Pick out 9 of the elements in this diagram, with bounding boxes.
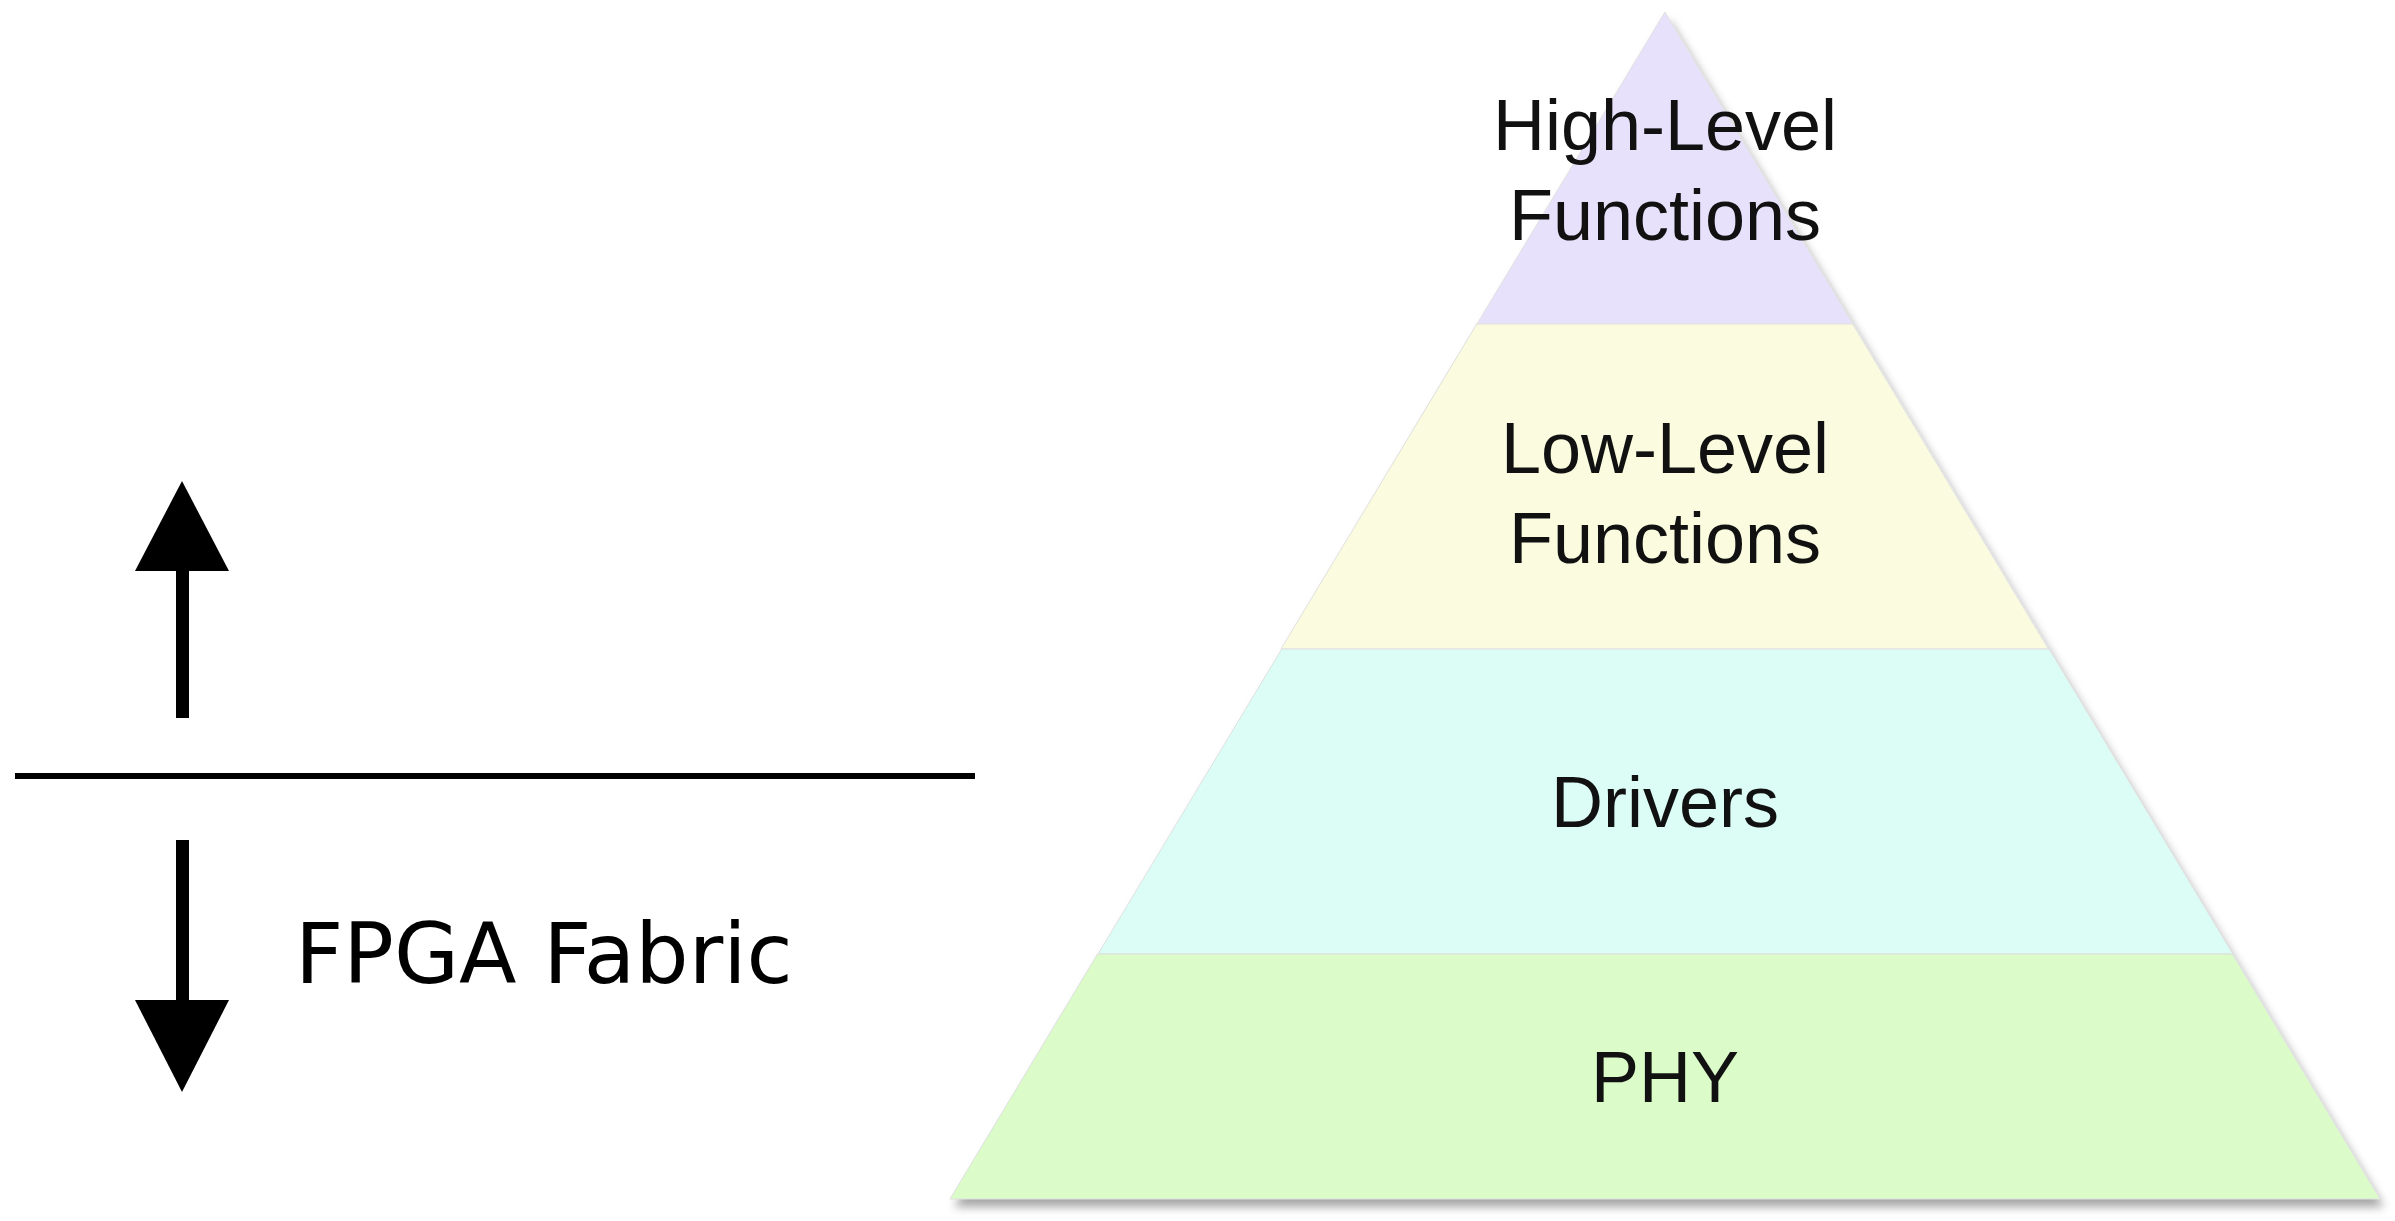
layer-label: Low-Level Functions <box>1499 407 1831 580</box>
pyramid-layer <box>1477 12 1853 324</box>
layer-label: Drivers <box>1550 760 1780 844</box>
layer-label: High-Level Functions <box>1491 84 1839 257</box>
pyramid-layer <box>1097 649 2233 954</box>
layer-label: PHY <box>1589 1035 1740 1119</box>
pyramid-layer <box>1281 324 2049 649</box>
pyramid-layer <box>950 954 2380 1199</box>
side-label: FPGA Fabric <box>295 905 793 1003</box>
